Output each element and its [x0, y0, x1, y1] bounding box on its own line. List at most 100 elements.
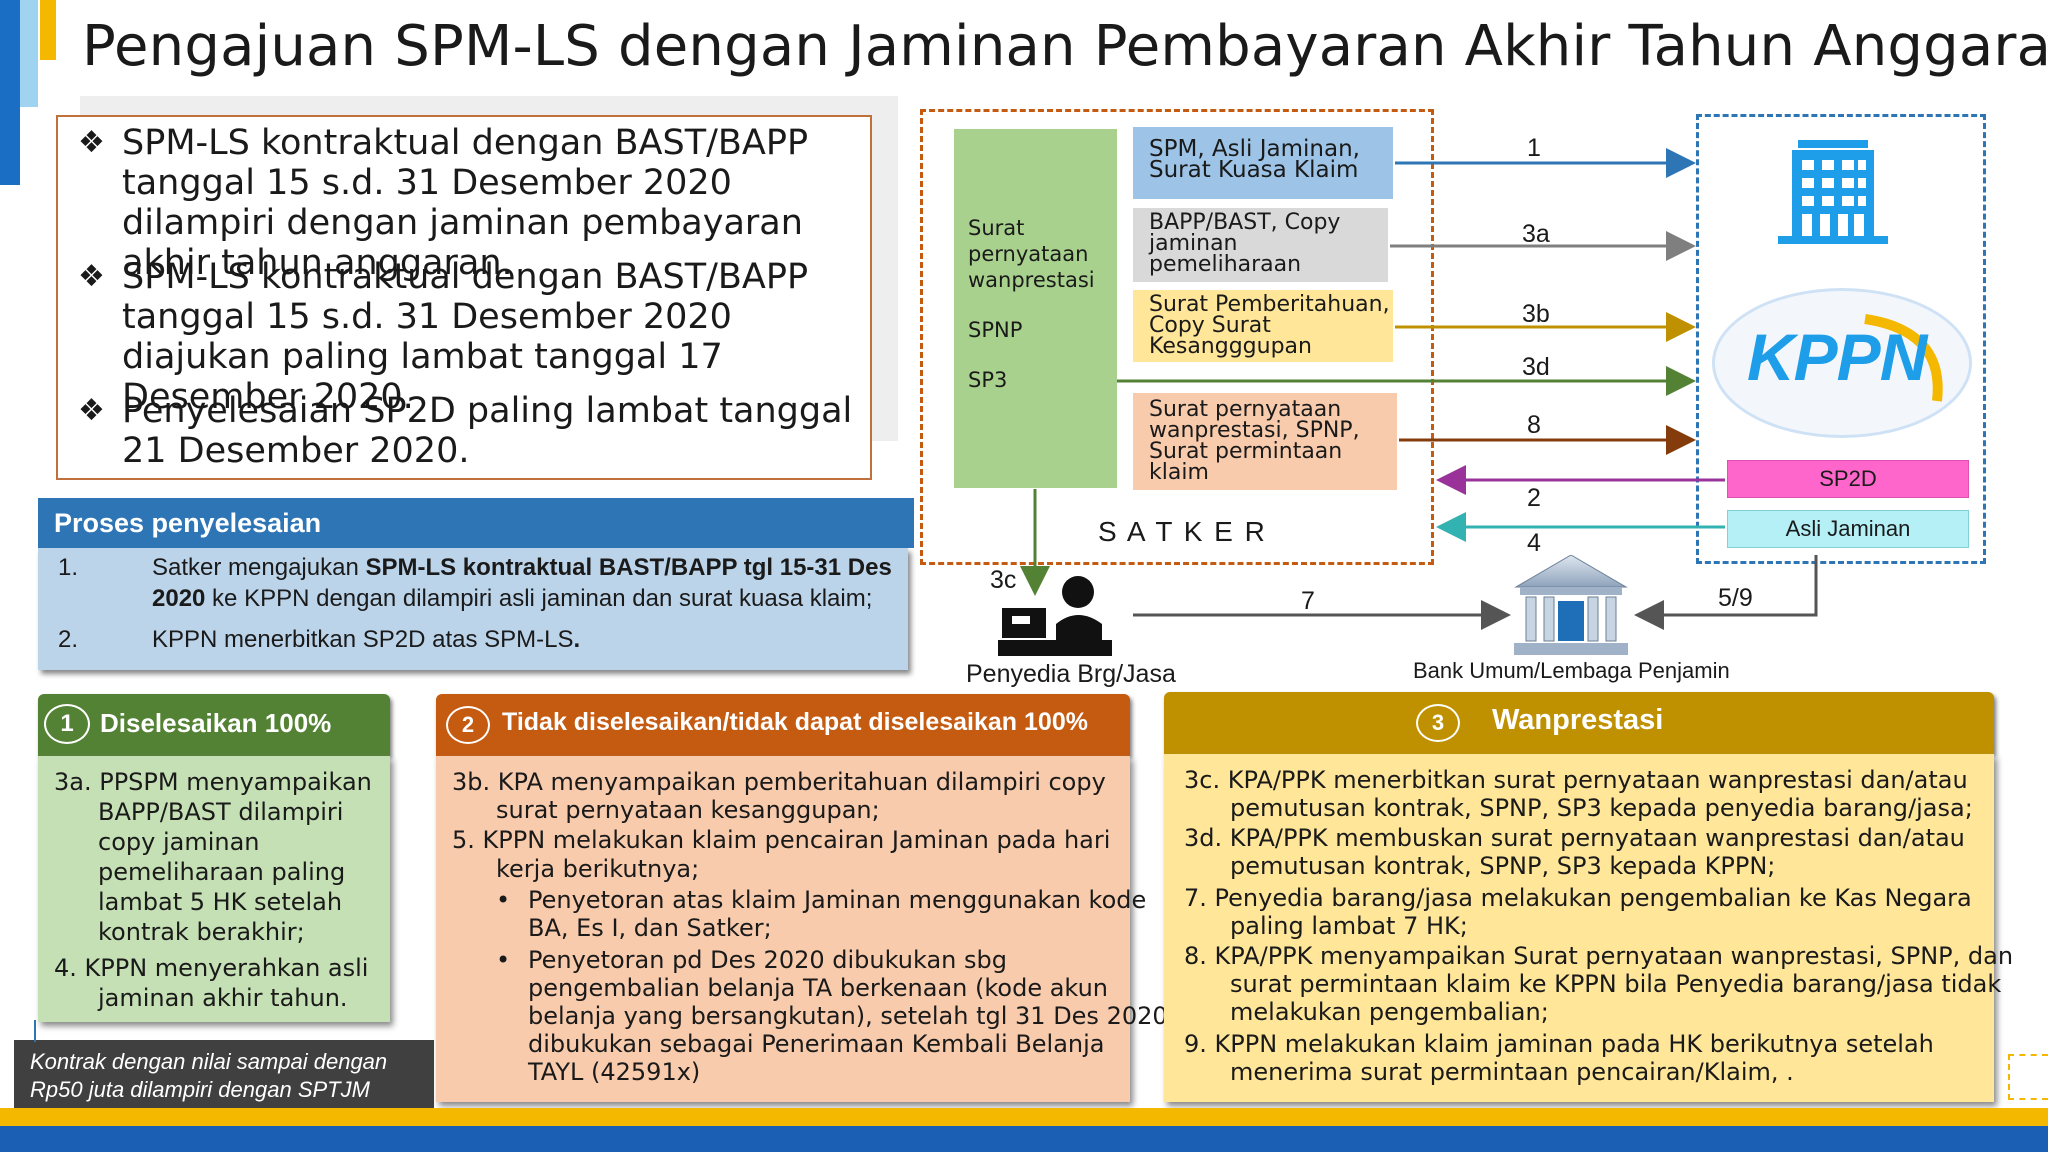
slide-title: Pengajuan SPM-LS dengan Jaminan Pembayar…	[82, 14, 2048, 79]
bullet-box: ❖ SPM-LS kontraktual dengan BAST/BAPP ta…	[56, 115, 872, 480]
arrow-label-1: 1	[1527, 134, 1541, 162]
proses-text-pre: KPPN menerbitkan SP2D atas SPM-LS	[152, 626, 574, 653]
card-2-line: belanja yang bersangkutan), setelah tgl …	[528, 1002, 1168, 1030]
card-1-title: Diselesaikan 100%	[100, 708, 332, 738]
proses-heading: Proses penyelesaian	[38, 498, 914, 548]
sptjm-note: Kontrak dengan nilai sampai dengan Rp50 …	[14, 1040, 434, 1108]
card-1-header: 1 Diselesaikan 100%	[38, 694, 390, 756]
asli-jaminan-box: Asli Jaminan	[1727, 510, 1969, 548]
doc-line: wanprestasi, SPNP,	[1149, 418, 1360, 443]
note-connector	[34, 1020, 36, 1042]
card-2-header: 2 Tidak diselesaikan/tidak dapat diseles…	[436, 694, 1130, 756]
doc-pemberitahuan: Surat Pemberitahuan, Copy Surat Kesanggg…	[1133, 290, 1393, 362]
doc-line: Surat permintaan	[1149, 439, 1343, 464]
card-3-line: 7. Penyedia barang/jasa melakukan pengem…	[1184, 884, 1972, 912]
decor-bar-blue	[0, 0, 20, 185]
card-3-line: pemutusan kontrak, SPNP, SP3 kepada KPPN…	[1230, 852, 1776, 880]
arrow-label-8: 8	[1527, 411, 1541, 439]
proses-item-1: 1. Satker mengajukan SPM-LS kontraktual …	[58, 552, 918, 616]
kppn-logo-art	[1864, 314, 1943, 402]
decor-bar-yellow	[40, 0, 56, 60]
card-1-line: copy jaminan	[98, 828, 260, 856]
kppn-logo-text: KPPN	[1747, 320, 1927, 394]
penyedia-person-icon	[998, 576, 1112, 656]
bank-label: Bank Umum/Lembaga Penjamin	[1413, 658, 1730, 683]
building-icon	[1778, 140, 1888, 244]
card-2-line: dibukukan sebagai Penerimaan Kembali Bel…	[528, 1030, 1105, 1058]
satker-boundary	[920, 109, 1434, 565]
note-line: Kontrak dengan nilai sampai dengan	[30, 1049, 388, 1074]
doc-line: Copy Surat	[1149, 313, 1271, 338]
card-2-bullet-dot: •	[496, 946, 511, 974]
doc-line: klaim	[1149, 460, 1209, 485]
doc-line: pemeliharaan	[1149, 252, 1302, 277]
bullet-text: SPM-LS kontraktual dengan BAST/BAPP tang…	[122, 257, 809, 417]
proses-text-pre: Satker mengajukan	[152, 554, 366, 581]
doc-bapp: BAPP/BAST, Copy jaminan pemeliharaan	[1133, 208, 1388, 282]
card-2-bullet-dot: •	[496, 886, 511, 914]
arrow-label-3d: 3d	[1522, 353, 1550, 381]
proses-item-number: 2.	[58, 626, 79, 653]
green-column-text: Surat pernyataan wanprestasi SPNP SP3	[968, 215, 1095, 393]
doc-spm: SPM, Asli Jaminan, Surat Kuasa Klaim	[1133, 127, 1393, 199]
arrow-label-3a: 3a	[1522, 220, 1550, 248]
arrow-5-9	[1634, 555, 1818, 630]
doc-line: SPM, Asli Jaminan,	[1149, 136, 1360, 162]
arrow-label-2: 2	[1527, 484, 1541, 512]
arrow-label-7: 7	[1301, 587, 1315, 615]
card-1-line: 4. KPPN menyerahkan asli	[54, 954, 369, 982]
bank-icon	[1514, 555, 1628, 655]
card-2-line: 3b. KPA menyampaikan pemberitahuan dilam…	[452, 768, 1106, 796]
card-2-body: 3b. KPA menyampaikan pemberitahuan dilam…	[436, 756, 1168, 1102]
green-line: SPNP	[968, 318, 1023, 342]
card-3-line: 3c. KPA/PPK menerbitkan surat pernyataan…	[1184, 766, 1968, 794]
footer-blue-band	[0, 1126, 2048, 1152]
proses-text-bold: .	[573, 626, 581, 653]
bullet-text: Penyelesaian SP2D paling lambat tanggal …	[122, 391, 853, 471]
arrow-label-3b: 3b	[1522, 300, 1550, 328]
proses-text-post: ke KPPN dengan dilampiri asli jaminan da…	[205, 585, 873, 612]
card-2-line: Penyetoran atas klaim Jaminan menggunaka…	[528, 886, 1147, 914]
card-2-number: 2	[446, 706, 490, 744]
card-3-line: melakukan pengembalian;	[1230, 998, 1549, 1026]
doc-line: Surat Kuasa Klaim	[1149, 157, 1359, 183]
card-2-line: kerja berikutnya;	[496, 855, 700, 883]
sp2d-box: SP2D	[1727, 460, 1969, 498]
satker-document-column: Surat pernyataan wanprestasi SPNP SP3	[954, 129, 1117, 488]
card-3-line: surat permintaan klaim ke KPPN bila Peny…	[1230, 970, 2002, 998]
card-1-number: 1	[44, 704, 90, 744]
doc-line: Kesangggupan	[1149, 334, 1312, 359]
card-2-line: 5. KPPN melakukan klaim pencairan Jamina…	[452, 826, 1111, 854]
doc-line: jaminan	[1149, 231, 1238, 256]
doc-wanprestasi: Surat pernyataan wanprestasi, SPNP, Sura…	[1133, 393, 1397, 490]
decor-bar-lightblue	[20, 0, 38, 107]
arrow-label-5-9: 5/9	[1718, 584, 1753, 612]
proses-body: 1. Satker mengajukan SPM-LS kontraktual …	[38, 548, 908, 670]
proses-item-text: KPPN menerbitkan SP2D atas SPM-LS.	[152, 624, 912, 655]
card-3-title: Wanprestasi	[1492, 704, 1664, 736]
bullet-diamond-icon: ❖	[78, 393, 105, 428]
proses-item-2: 2. KPPN menerbitkan SP2D atas SPM-LS.	[58, 624, 918, 656]
arrow-label-3c: 3c	[990, 566, 1017, 594]
card-2-line: TAYL (42591x)	[528, 1058, 701, 1086]
green-line: Surat	[968, 216, 1025, 240]
green-line: pernyataan	[968, 242, 1089, 266]
kppn-logo: KPPN	[1712, 288, 1972, 438]
card-2-title: Tidak diselesaikan/tidak dapat diselesai…	[502, 708, 1088, 736]
decor-dashed-corner	[2008, 1054, 2048, 1100]
satker-label: S A T K E R	[1098, 516, 1267, 547]
doc-line: BAPP/BAST, Copy	[1149, 210, 1341, 235]
card-3-line: 9. KPPN melakukan klaim jaminan pada HK …	[1184, 1030, 1934, 1058]
penyedia-label: Penyedia Brg/Jasa	[966, 660, 1176, 688]
green-line: SP3	[968, 368, 1008, 392]
card-1-line: 3a. PPSPM menyampaikan	[54, 768, 372, 796]
footer-yellow-band	[0, 1108, 2048, 1126]
card-1-line: jaminan akhir tahun.	[98, 984, 348, 1012]
proses-item-text: Satker mengajukan SPM-LS kontraktual BAS…	[152, 552, 912, 614]
doc-line: Surat pernyataan	[1149, 397, 1342, 422]
bullet-diamond-icon: ❖	[78, 259, 105, 294]
card-3-line: 8. KPA/PPK menyampaikan Surat pernyataan…	[1184, 942, 2014, 970]
doc-line: Surat Pemberitahuan,	[1149, 292, 1390, 317]
card-2-line: pengembalian belanja TA berkenaan (kode …	[528, 974, 1108, 1002]
